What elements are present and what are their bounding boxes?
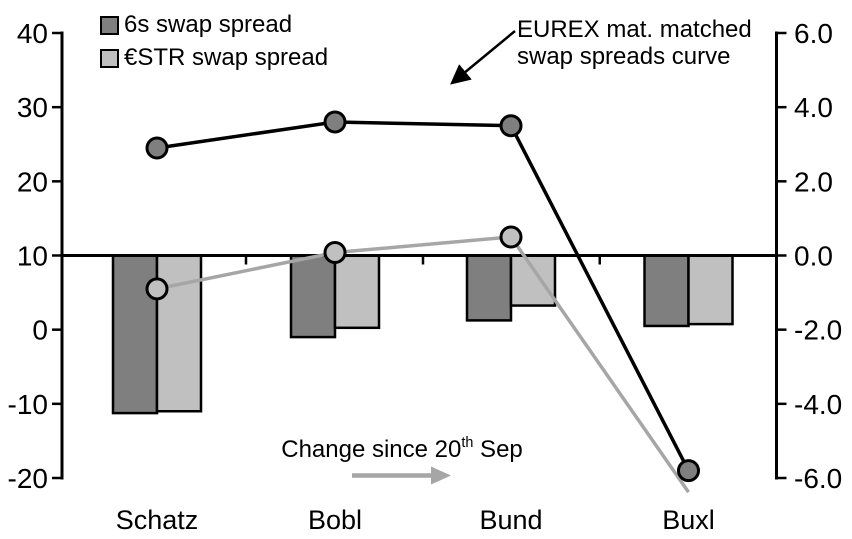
right-axis-tick-label: 0.0 bbox=[794, 241, 833, 272]
left-axis-tick-label: -10 bbox=[8, 389, 48, 420]
bar-schatz-estr bbox=[155, 254, 203, 413]
right-axis-tick-label: -6.0 bbox=[794, 463, 842, 494]
bar-bund-6s bbox=[465, 254, 513, 322]
left-axis-tick-label: 20 bbox=[17, 166, 48, 197]
change-annotation-arrowhead-icon bbox=[431, 466, 451, 485]
change-label-prefix: Change since 20 bbox=[281, 436, 462, 463]
bar-buxl-estr bbox=[687, 254, 734, 326]
legend-label-estr: €STR swap spread bbox=[124, 44, 329, 71]
bar-bund-estr bbox=[509, 254, 557, 307]
marker-6s-schatz bbox=[145, 136, 169, 160]
category-label-bund: Bund bbox=[479, 505, 542, 535]
legend-label-6s: 6s swap spread bbox=[124, 11, 293, 38]
legend-item-estr-swap-spread: €STR swap spread bbox=[100, 45, 328, 71]
chart-legend: 6s swap spread €STR swap spread bbox=[100, 12, 328, 78]
right-axis-tick-label: -4.0 bbox=[794, 389, 842, 420]
left-axis-tick-label: -20 bbox=[8, 463, 48, 494]
change-label-ordinal: th bbox=[461, 435, 474, 452]
bar-bobl-estr bbox=[333, 254, 381, 330]
category-label-schatz: Schatz bbox=[116, 505, 199, 535]
category-label-buxl: Buxl bbox=[662, 505, 715, 535]
right-axis-tick-label: -2.0 bbox=[794, 315, 842, 346]
left-axis-tick-label: 0 bbox=[32, 315, 48, 346]
right-axis-tick-label: 2.0 bbox=[794, 166, 833, 197]
bar-buxl-6s bbox=[643, 254, 690, 328]
right-axis-tick-label: 4.0 bbox=[794, 92, 833, 123]
annotation-curve-label: EUREX mat. matched swap spreads curve bbox=[517, 16, 752, 70]
left-axis-tick-label: 40 bbox=[17, 18, 48, 49]
left-axis-tick-label: 10 bbox=[17, 241, 48, 272]
curve-annotation-arrow-icon bbox=[450, 30, 516, 85]
line-estr-swap-spread bbox=[156, 235, 690, 494]
marker-estr-bund bbox=[499, 225, 523, 249]
marker-estr-schatz bbox=[145, 277, 169, 301]
legend-swatch-estr-icon bbox=[100, 48, 119, 68]
marker-estr-bobl bbox=[323, 241, 347, 265]
left-axis-tick-label: 30 bbox=[17, 92, 48, 123]
change-label-suffix: Sep bbox=[473, 436, 523, 463]
marker-6s-bund bbox=[499, 114, 523, 138]
bar-bobl-6s bbox=[289, 254, 337, 339]
category-label-bobl: Bobl bbox=[308, 505, 362, 535]
line-6s-swap-spread bbox=[156, 120, 691, 472]
legend-swatch-6s-icon bbox=[100, 15, 119, 35]
marker-6s-buxl bbox=[677, 459, 700, 483]
right-axis-tick-label: 6.0 bbox=[794, 18, 833, 49]
bar-schatz-6s bbox=[111, 254, 159, 415]
marker-6s-bobl bbox=[323, 110, 347, 134]
annotation-change-label: Change since 20th Sep bbox=[277, 435, 527, 464]
legend-item-6s-swap-spread: 6s swap spread bbox=[100, 12, 328, 38]
